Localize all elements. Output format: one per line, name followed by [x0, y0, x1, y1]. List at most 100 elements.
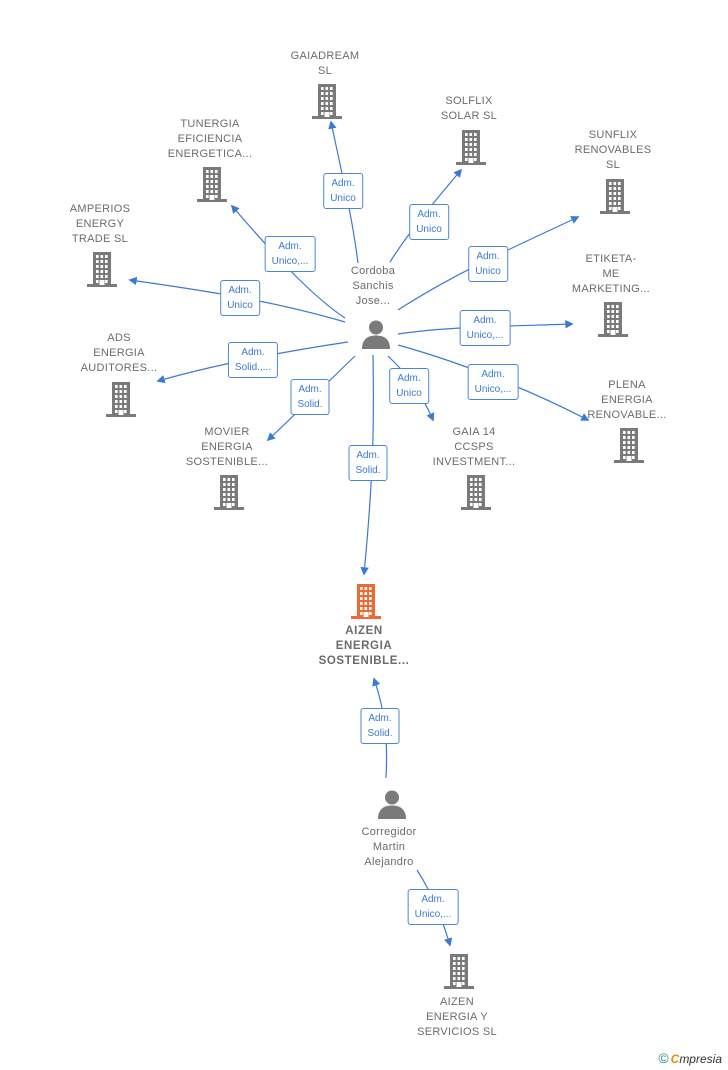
edge-role-text: Unico,...: [466, 330, 504, 341]
edge-role-text: Adm.: [368, 713, 392, 724]
building-icon[interactable]: [106, 382, 136, 423]
company-name-sunflix[interactable]: SUNFLIX RENOVABLES SL: [575, 128, 652, 173]
node-label-line: AIZEN: [345, 625, 383, 637]
edge-role-label[interactable]: Adm. Unico: [220, 280, 260, 316]
edge-role-text: Unico: [227, 300, 253, 311]
building-icon[interactable]: [197, 167, 227, 208]
edge-role-text: Unico,...: [271, 256, 309, 267]
company-name-aizen_serv[interactable]: AIZEN ENERGIA Y SERVICIOS SL: [417, 995, 497, 1040]
company-name-amperios[interactable]: AMPERIOS ENERGY TRADE SL: [70, 202, 130, 247]
node-label-line: SERVICIOS SL: [417, 1026, 497, 1038]
edge-role-label[interactable]: Adm. Unico,...: [407, 889, 459, 925]
node-label-line: Corregidor: [361, 826, 417, 838]
edge-role-text: Adm.: [476, 251, 500, 262]
edge-role-text: Adm.: [228, 285, 252, 296]
node-label-line: AMPERIOS: [69, 203, 131, 215]
building-icon[interactable]: [214, 475, 244, 516]
edge-role-text: Adm.: [278, 241, 302, 252]
node-label-line: ETIKETA-: [585, 253, 637, 265]
node-label-line: RENOVABLES: [574, 144, 652, 156]
edge-role-text: Adm.: [298, 384, 322, 395]
building-icon[interactable]: [598, 302, 628, 343]
node-label-line: ENERGIA: [93, 347, 145, 359]
node-label-line: Sanchis: [352, 280, 394, 292]
edge-role-label[interactable]: Adm.Unico: [389, 368, 429, 404]
node-label-line: SL: [605, 159, 621, 171]
building-icon[interactable]: [456, 130, 486, 171]
brand-name: Cmpresia: [670, 1052, 722, 1066]
node-label-line: TUNERGIA: [180, 118, 240, 130]
edge-role-label[interactable]: Adm.Solid.: [348, 445, 388, 481]
company-name-tunergia[interactable]: TUNERGIA EFICIENCIA ENERGETICA...: [168, 117, 253, 162]
edge-role-text: Adm.: [421, 894, 445, 905]
edge-role-text: Adm.: [356, 450, 380, 461]
edge-role-text: Unico: [475, 266, 501, 277]
node-label-line: EFICIENCIA: [177, 133, 243, 145]
company-name-movier[interactable]: MOVIER ENERGIA SOSTENIBLE...: [186, 425, 268, 470]
node-label-line: ME: [602, 268, 620, 280]
edge-role-text: Unico: [396, 388, 422, 399]
edge-role-text: Adm.: [473, 315, 497, 326]
edge-role-label[interactable]: Adm. Unico,...: [264, 236, 316, 272]
building-icon[interactable]: [600, 179, 630, 220]
building-icon[interactable]: [87, 252, 117, 293]
edge-role-text: Adm.: [331, 178, 355, 189]
edge-role-text: Adm.: [481, 369, 505, 380]
company-name-gaiadream[interactable]: GAIADREAM SL: [291, 49, 360, 79]
building-icon[interactable]: [312, 84, 342, 125]
node-label-line: GAIADREAM: [290, 50, 360, 62]
company-name-gaia14[interactable]: GAIA 14 CCSPS INVESTMENT...: [433, 425, 516, 470]
node-label-line: ENERGIA Y: [426, 1011, 488, 1023]
edge-role-text: Unico,...: [474, 384, 512, 395]
node-label-line: ENERGIA: [601, 394, 653, 406]
edge-role-label[interactable]: Adm. Unico: [409, 204, 449, 240]
person-icon[interactable]: [361, 319, 391, 354]
building-icon[interactable]: [351, 584, 381, 625]
building-icon[interactable]: [461, 475, 491, 516]
edge-role-text: Unico,...: [414, 909, 452, 920]
edge-role-label[interactable]: Adm. Unico,...: [467, 364, 519, 400]
node-label-line: INVESTMENT...: [432, 456, 516, 468]
node-label-line: SOSTENIBLE...: [185, 456, 269, 468]
empresia-brand[interactable]: ©Cmpresia: [658, 1050, 722, 1066]
edge-role-text: Unico: [330, 193, 356, 204]
node-label-line: SUNFLIX: [588, 129, 638, 141]
node-label-line: MOVIER: [204, 426, 250, 438]
node-label-line: SOLAR SL: [440, 110, 498, 122]
node-label-line: AUDITORES...: [80, 362, 158, 374]
node-label-line: Jose...: [355, 295, 391, 307]
edge-role-text: Solid.: [367, 728, 393, 739]
company-name-solflix[interactable]: SOLFLIX SOLAR SL: [441, 94, 497, 124]
edge-role-label[interactable]: Adm. Unico: [468, 246, 508, 282]
edge-role-label[interactable]: Adm.Solid.,...: [227, 342, 279, 378]
company-name-ads[interactable]: ADS ENERGIA AUDITORES...: [81, 331, 158, 376]
edge-role-label[interactable]: Adm. Solid.: [290, 379, 330, 415]
edge-role-label[interactable]: Adm. Unico: [323, 173, 363, 209]
copyright-icon: ©: [658, 1050, 669, 1066]
edge-role-text: Adm.: [417, 209, 441, 220]
node-label-line: SOLFLIX: [445, 95, 493, 107]
node-label-line: AIZEN: [440, 996, 474, 1008]
building-icon[interactable]: [444, 954, 474, 995]
node-label-line: ENERGY: [75, 218, 125, 230]
node-label-line: GAIA 14: [452, 426, 496, 438]
node-label-line: TRADE SL: [71, 233, 129, 245]
person-icon[interactable]: [377, 789, 407, 824]
edge-role-text: Adm.: [241, 347, 265, 358]
edge-role-label[interactable]: Adm. Solid.: [360, 708, 400, 744]
edge-role-label[interactable]: Adm. Unico,...: [459, 310, 511, 346]
edge-role-text: Solid.: [297, 399, 323, 410]
node-label-line: ADS: [107, 332, 131, 344]
edge-role-text: Unico: [416, 224, 442, 235]
node-label-line: ENERGIA: [201, 441, 253, 453]
node-label-line: ENERGETICA...: [167, 148, 253, 160]
node-label-line: CCSPS: [454, 441, 494, 453]
node-label-line: SL: [317, 65, 333, 77]
building-icon[interactable]: [614, 428, 644, 469]
